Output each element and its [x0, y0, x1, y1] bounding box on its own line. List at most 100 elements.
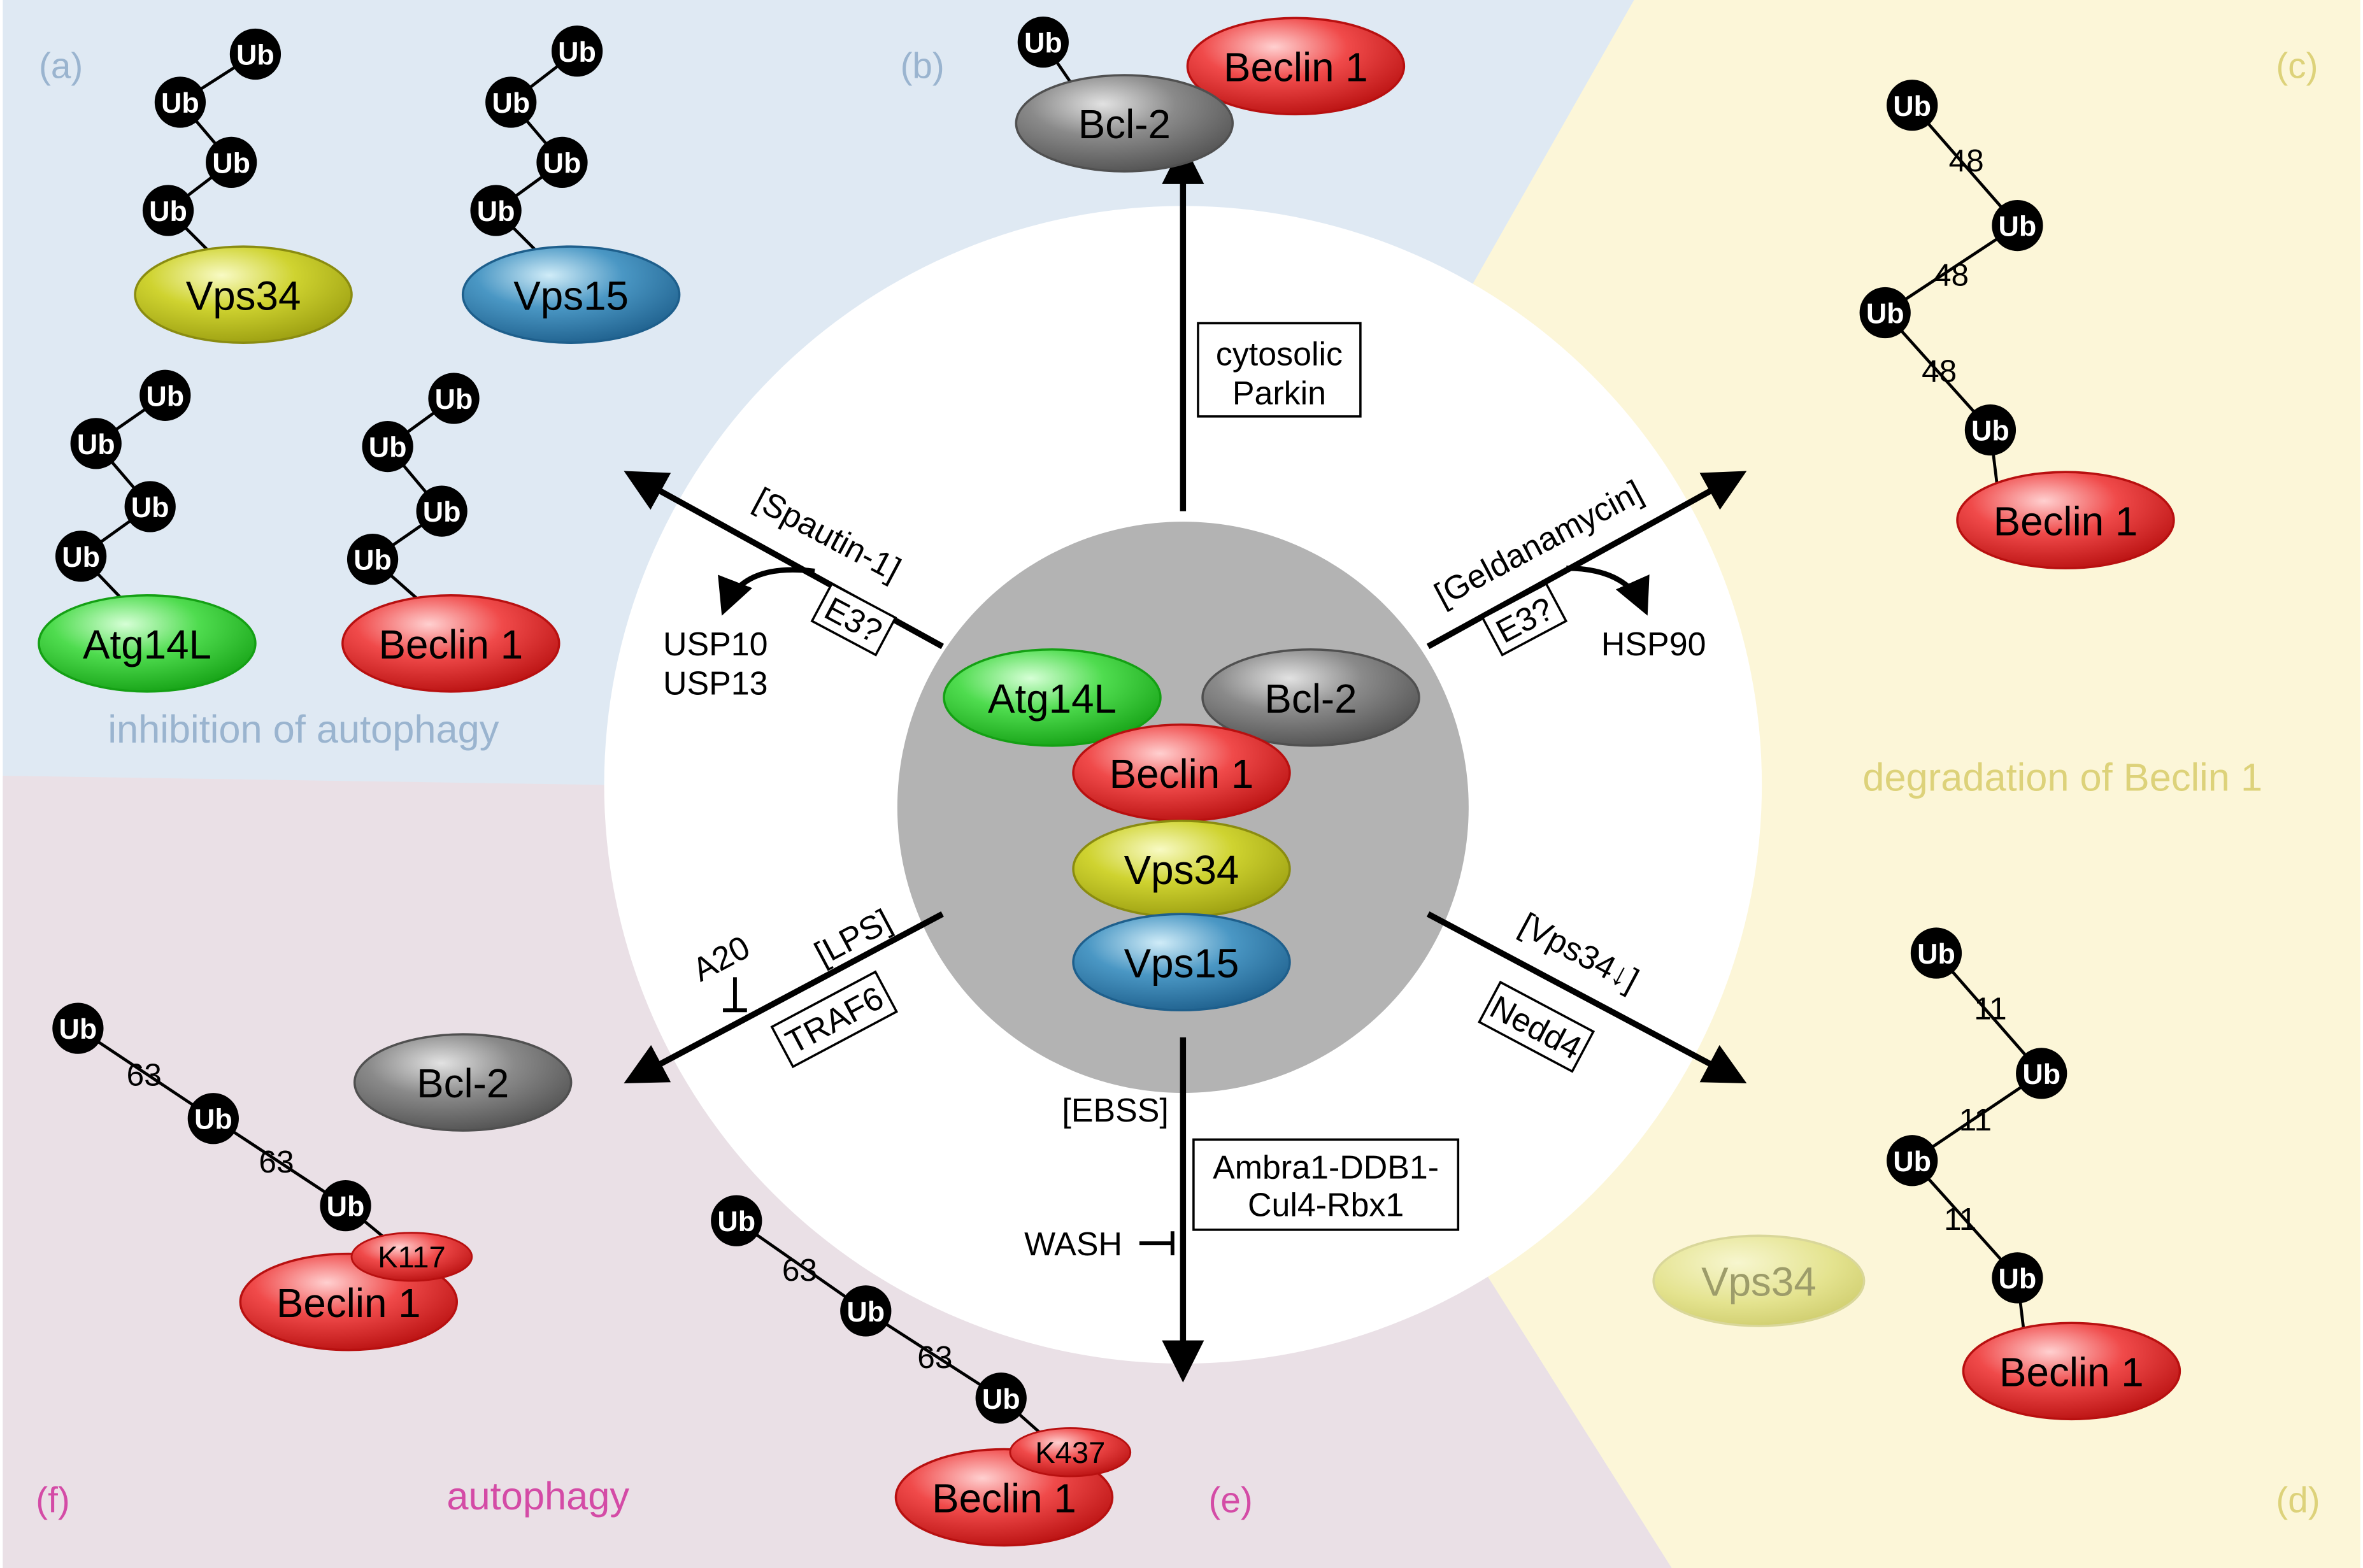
- ub-node: [154, 76, 206, 128]
- linkage-k48-3: 48: [1922, 353, 1957, 389]
- bcl2-ellipse-center: [1201, 648, 1420, 747]
- vps15-label-center: Vps15: [1124, 940, 1239, 986]
- proteins: Vps34 Vps15 Atg14L Beclin 1 Beclin 1 Bcl…: [38, 17, 2181, 1547]
- linkage-k63-2: 63: [259, 1144, 294, 1180]
- ub-node: [362, 420, 413, 473]
- ub-label: Ub: [131, 491, 169, 524]
- panel-label-f: (f): [36, 1481, 69, 1521]
- ub-label: Ub: [1024, 27, 1062, 59]
- ub-node: [536, 136, 588, 189]
- beclin1-label-center: Beclin 1: [1110, 751, 1254, 797]
- ub-node: [470, 185, 522, 236]
- ub-node: [229, 28, 282, 80]
- ub-label: Ub: [2022, 1058, 2060, 1090]
- ub-label: Ub: [77, 428, 115, 460]
- beclin1-label-c: Beclin 1: [1994, 498, 2138, 544]
- ub-nodes: Ub Ub Ub Ub Ub Ub Ub Ub Ub Ub Ub Ub Ub U…: [52, 16, 2067, 1424]
- atg14l-label-center: Atg14L: [988, 676, 1117, 722]
- beclin1-ellipse-b: [1186, 17, 1406, 116]
- ub-label: Ub: [717, 1205, 755, 1237]
- ub-node: [124, 481, 176, 532]
- ub-label: Ub: [1866, 297, 1904, 330]
- vps34-label-center: Vps34: [1124, 847, 1239, 893]
- label-usp13: USP13: [663, 666, 768, 702]
- beclin1-label-f: Beclin 1: [276, 1280, 421, 1326]
- ub-label: Ub: [492, 87, 530, 119]
- arrow-curve-hsp90: [1566, 566, 1650, 616]
- panel-labels: (a) (b) (c) (d) (e) (f): [36, 46, 2320, 1521]
- k117-site-label: K117: [378, 1241, 446, 1274]
- label-ambra1-line2: Cul4-Rbx1: [1248, 1187, 1404, 1224]
- ub-label: Ub: [1917, 937, 1955, 970]
- ub-node: [840, 1285, 892, 1337]
- atg14l-ellipse-a: [38, 594, 257, 693]
- panel-label-d: (d): [2276, 1481, 2320, 1521]
- ub-node: [1964, 404, 2017, 456]
- ambra1-box: [1192, 1138, 1460, 1231]
- panel-label-a: (a): [39, 46, 83, 87]
- linkage-k48-1: 48: [1949, 143, 1984, 178]
- arrow-to-c: [1426, 471, 1747, 650]
- label-usp10: USP10: [663, 626, 768, 663]
- ub-label: Ub: [1893, 90, 1931, 122]
- ub-node: [485, 76, 537, 128]
- ub-label: Ub: [236, 39, 275, 71]
- ub-label: Ub: [435, 383, 473, 415]
- panel-label-e: (e): [1208, 1481, 1252, 1521]
- label-wash: WASH: [1024, 1226, 1122, 1263]
- ub-node: [1887, 1135, 1938, 1187]
- ub-node: [187, 1093, 239, 1144]
- arrow-to-f: [624, 911, 944, 1084]
- inhibition-bars: [723, 977, 1174, 1256]
- atg14l-ellipse-center: [943, 648, 1162, 747]
- bcl2-label-f: Bcl-2: [417, 1060, 509, 1106]
- ub-label: Ub: [558, 36, 596, 68]
- ub-label: Ub: [353, 544, 392, 576]
- ub-node: [975, 1372, 1027, 1424]
- beclin1-label-a: Beclin 1: [378, 622, 523, 667]
- k437-site-ellipse: [1009, 1427, 1132, 1478]
- label-ebss: [EBSS]: [1062, 1092, 1168, 1129]
- linkage-k48-2: 48: [1934, 257, 1969, 292]
- ub-label: Ub: [543, 146, 582, 179]
- ub-node: [55, 531, 107, 582]
- vps34-label-a: Vps34: [186, 273, 301, 318]
- beclin1-ellipse-c: [1956, 471, 2175, 570]
- label-parkin: Parkin: [1232, 375, 1326, 412]
- ub-label: Ub: [369, 431, 407, 464]
- ub-label: Ub: [212, 146, 250, 179]
- panel-label-c: (c): [2276, 46, 2318, 87]
- ub-node: [1887, 80, 1938, 131]
- vps34-label-d-faded: Vps34: [1701, 1259, 1817, 1305]
- ub-node: [551, 25, 603, 77]
- ub-label: Ub: [194, 1103, 232, 1136]
- nedd4-box: [1478, 980, 1596, 1073]
- ub-label: Ub: [146, 380, 184, 412]
- k437-site-label: K437: [1035, 1436, 1105, 1470]
- parkin-box: [1197, 322, 1362, 418]
- linkage-numbers: 48 48 48 11 11 11 63 63 63 63: [127, 143, 2007, 1375]
- beclin1-label-b: Beclin 1: [1224, 44, 1368, 90]
- ub-label: Ub: [1893, 1145, 1931, 1178]
- arrow-to-d: [1426, 911, 1747, 1084]
- captions: inhibition of autophagy degradation of B…: [108, 708, 2262, 1518]
- arrow-curve-usp: [718, 567, 815, 616]
- vps34-ellipse-a: [134, 245, 353, 344]
- bcl2-ellipse-b: [1015, 74, 1234, 173]
- bcl2-label-center: Bcl-2: [1264, 676, 1357, 722]
- linkage-k63-1: 63: [127, 1057, 162, 1092]
- ub-node: [1992, 1252, 2043, 1304]
- vps34-ellipse-d-faded: [1652, 1234, 1866, 1327]
- ub-label: Ub: [846, 1295, 885, 1328]
- ub-node: [1859, 287, 1911, 339]
- ub-label: Ub: [423, 495, 461, 528]
- linkage-k63-3: 63: [782, 1252, 817, 1288]
- label-hsp90: HSP90: [1601, 626, 1706, 663]
- ub-node: [142, 185, 194, 236]
- ub-node: [2016, 1048, 2067, 1099]
- ub-label: Ub: [1999, 210, 2037, 243]
- e3-box-right: [1481, 582, 1568, 657]
- caption-autophagy: autophagy: [446, 1474, 629, 1518]
- ub-node: [1910, 927, 1962, 979]
